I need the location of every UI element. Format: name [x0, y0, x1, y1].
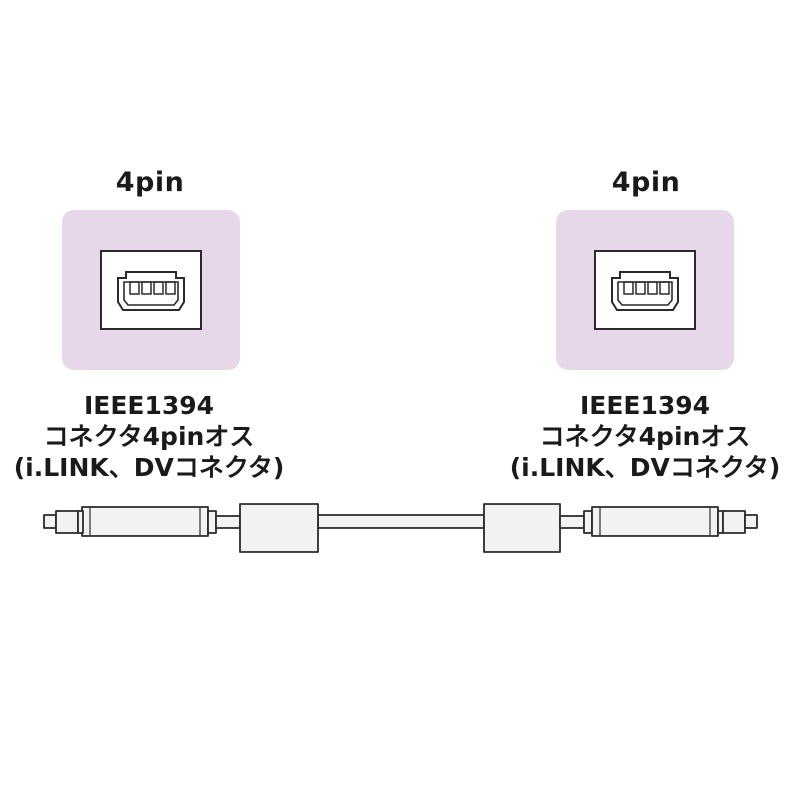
right-connector-description: IEEE1394 コネクタ4pinオス (i.LINK、DVコネクタ) — [495, 390, 795, 483]
left-ferrite-core — [239, 503, 319, 553]
right-connector-panel — [556, 210, 734, 370]
left-connector-description: IEEE1394 コネクタ4pinオス (i.LINK、DVコネクタ) — [0, 390, 299, 483]
right-4pin-connector-icon — [594, 250, 696, 330]
right-ferrite-core — [483, 503, 561, 553]
cable-illustration — [43, 503, 758, 553]
right-pin-label: 4pin — [611, 167, 681, 198]
right-desc-alias: (i.LINK、DVコネクタ) — [509, 453, 781, 482]
left-pin-label: 4pin — [115, 167, 185, 198]
left-plug — [43, 506, 241, 537]
left-desc-alias: (i.LINK、DVコネクタ) — [13, 453, 285, 482]
left-4pin-connector-icon — [100, 250, 202, 330]
right-desc-type: コネクタ4pinオス — [539, 422, 751, 451]
left-connector-panel — [62, 210, 240, 370]
right-plug — [559, 506, 758, 537]
left-desc-type: コネクタ4pinオス — [43, 422, 255, 451]
cable-wire — [317, 514, 485, 529]
left-desc-standard: IEEE1394 — [83, 391, 215, 420]
right-desc-standard: IEEE1394 — [579, 391, 711, 420]
